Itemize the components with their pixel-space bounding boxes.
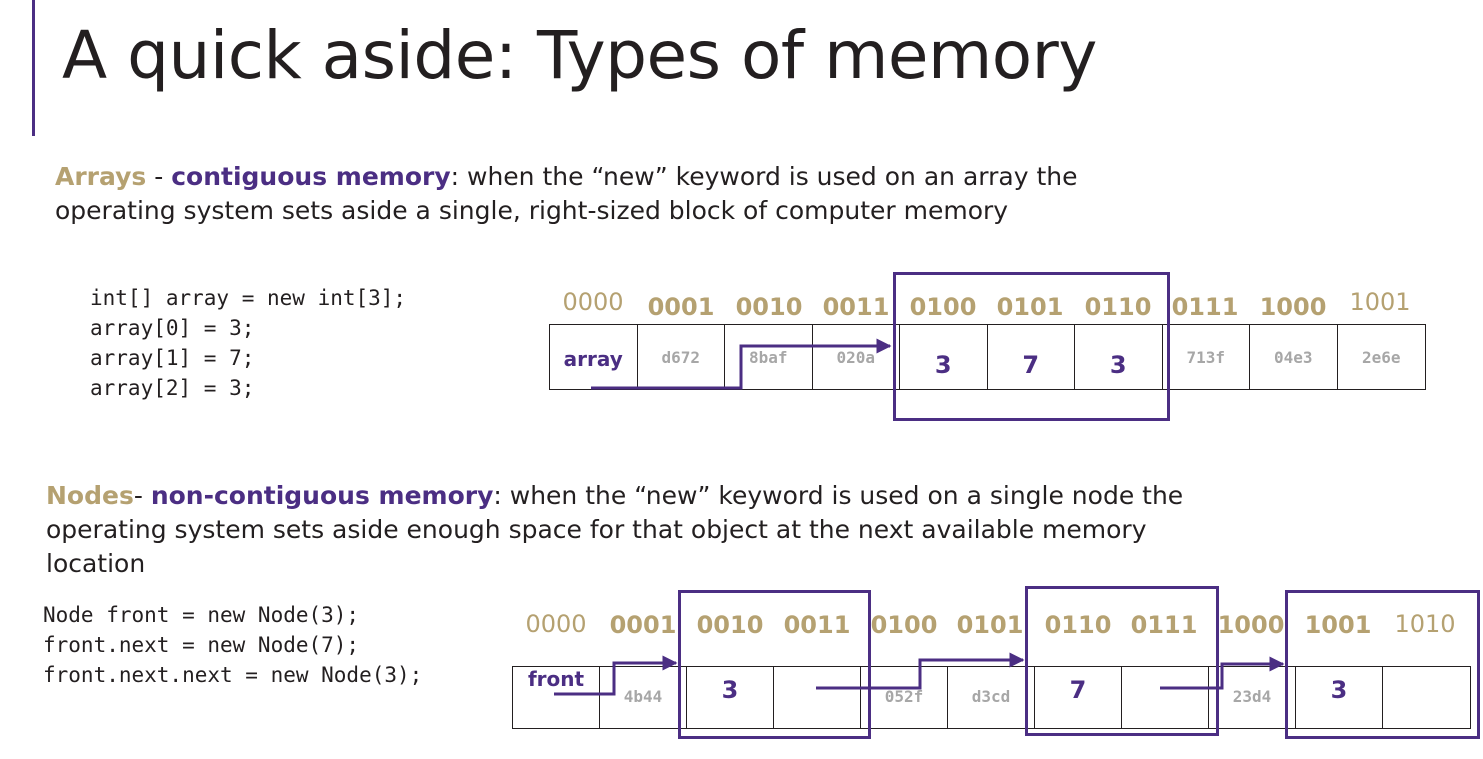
arrays-concept: contiguous memory — [171, 162, 451, 191]
front-variable-label: front — [527, 667, 585, 691]
garbage-value: 713f — [1186, 348, 1226, 367]
memory-address: 0010 — [696, 611, 764, 639]
memory-address: 0000 — [562, 288, 624, 316]
code-line: int[] array = new int[3]; — [90, 286, 407, 310]
next-pointer-arrow-1 — [816, 652, 1025, 690]
memory-address: 0001 — [609, 611, 677, 639]
memory-address: 1000 — [1259, 293, 1327, 321]
nodes-text-line3: location — [46, 549, 146, 578]
node-memory-row: front 4b44 3 052f d3cd 7 23d4 3 — [512, 666, 1471, 729]
memory-cell: d3cd — [948, 667, 1035, 728]
arrays-text-line2: operating system sets aside a single, ri… — [55, 196, 1009, 225]
array-memory-row: array d672 8baf 020a 3 7 3 713f 04e3 2e6… — [549, 324, 1426, 390]
arrays-description: Arrays - contiguous memory: when the “ne… — [55, 160, 1155, 228]
array-variable-label: array — [563, 347, 623, 371]
memory-address: 0101 — [996, 293, 1064, 321]
memory-cell: 7 — [1035, 667, 1122, 728]
accent-bar — [32, 0, 35, 136]
garbage-value: 4b44 — [623, 687, 663, 706]
node-2-highlight — [1025, 586, 1219, 736]
memory-address: 0000 — [525, 610, 587, 638]
array-element-value: 3 — [1109, 351, 1127, 379]
nodes-term: Nodes — [46, 481, 134, 510]
memory-address: 0110 — [1084, 293, 1152, 321]
memory-cell: 4b44 — [600, 667, 687, 728]
memory-cell: 3 — [1075, 325, 1163, 389]
garbage-value: 04e3 — [1273, 348, 1313, 367]
memory-address: 0101 — [956, 611, 1024, 639]
nodes-description: Nodes- non-contiguous memory: when the “… — [46, 479, 1246, 581]
memory-cell — [774, 667, 861, 728]
memory-cell: array — [550, 325, 638, 389]
nodes-separator: - — [133, 481, 151, 510]
memory-cell: front — [513, 667, 600, 728]
garbage-value: 23d4 — [1232, 687, 1272, 706]
memory-address: 0111 — [1130, 611, 1198, 639]
array-block-highlight — [893, 272, 1170, 421]
memory-address: 0100 — [909, 293, 977, 321]
arrays-text-line1: : when the “new” keyword is used on an a… — [450, 162, 1078, 191]
arrays-term: Arrays — [55, 162, 147, 191]
next-pointer-arrow-2 — [1160, 656, 1285, 690]
node-code-block: Node front = new Node(3); front.next = n… — [43, 600, 422, 690]
code-line: front.next = new Node(7); — [43, 633, 360, 657]
memory-cell: 020a — [813, 325, 900, 389]
garbage-value: 8baf — [748, 348, 788, 367]
memory-cell: 713f — [1163, 325, 1250, 389]
memory-address: 0010 — [735, 293, 803, 321]
memory-cell: d672 — [638, 325, 725, 389]
memory-cell: 052f — [861, 667, 948, 728]
memory-address: 1000 — [1217, 611, 1285, 639]
memory-cell: 2e6e — [1338, 325, 1426, 389]
code-line: array[2] = 3; — [90, 376, 255, 400]
array-reference-arrow — [591, 338, 892, 390]
code-line: array[0] = 3; — [90, 316, 255, 340]
garbage-value: 020a — [836, 348, 876, 367]
memory-cell: 23d4 — [1209, 667, 1296, 728]
array-element-value: 7 — [1022, 351, 1040, 379]
memory-address: 1001 — [1304, 611, 1372, 639]
memory-cell: 3 — [687, 667, 774, 728]
code-line: array[1] = 7; — [90, 346, 255, 370]
memory-cell: 7 — [988, 325, 1075, 389]
memory-address: 0011 — [822, 293, 890, 321]
garbage-value: 2e6e — [1361, 348, 1401, 367]
array-element-value: 3 — [934, 351, 952, 379]
node-data-value: 3 — [1330, 676, 1348, 704]
garbage-value: d3cd — [971, 687, 1011, 706]
garbage-value: 052f — [884, 687, 924, 706]
nodes-concept: non-contiguous memory — [150, 481, 494, 510]
memory-address: 1010 — [1394, 610, 1456, 638]
memory-address: 0011 — [783, 611, 851, 639]
memory-address: 1001 — [1349, 288, 1411, 316]
page-title: A quick aside: Types of memory — [62, 17, 1097, 94]
array-code-block: int[] array = new int[3]; array[0] = 3; … — [90, 283, 406, 403]
node-3-highlight — [1285, 590, 1480, 739]
code-line: Node front = new Node(3); — [43, 603, 360, 627]
memory-cell: 3 — [900, 325, 988, 389]
memory-address: 0111 — [1171, 293, 1239, 321]
node-1-highlight — [678, 590, 871, 739]
memory-address: 0100 — [870, 611, 938, 639]
memory-cell — [1122, 667, 1209, 728]
arrays-separator: - — [146, 162, 172, 191]
front-pointer-arrow — [554, 655, 678, 696]
memory-cell: 04e3 — [1250, 325, 1338, 389]
memory-cell: 8baf — [725, 325, 813, 389]
memory-cell: 3 — [1296, 667, 1383, 728]
nodes-text-line2: operating system sets aside enough space… — [46, 515, 1147, 544]
nodes-text-line1: : when the “new” keyword is used on a si… — [493, 481, 1184, 510]
memory-address: 0001 — [647, 293, 715, 321]
node-data-value: 3 — [721, 676, 739, 704]
memory-address: 0110 — [1044, 611, 1112, 639]
node-data-value: 7 — [1069, 676, 1087, 704]
garbage-value: d672 — [661, 348, 701, 367]
code-line: front.next.next = new Node(3); — [43, 663, 423, 687]
